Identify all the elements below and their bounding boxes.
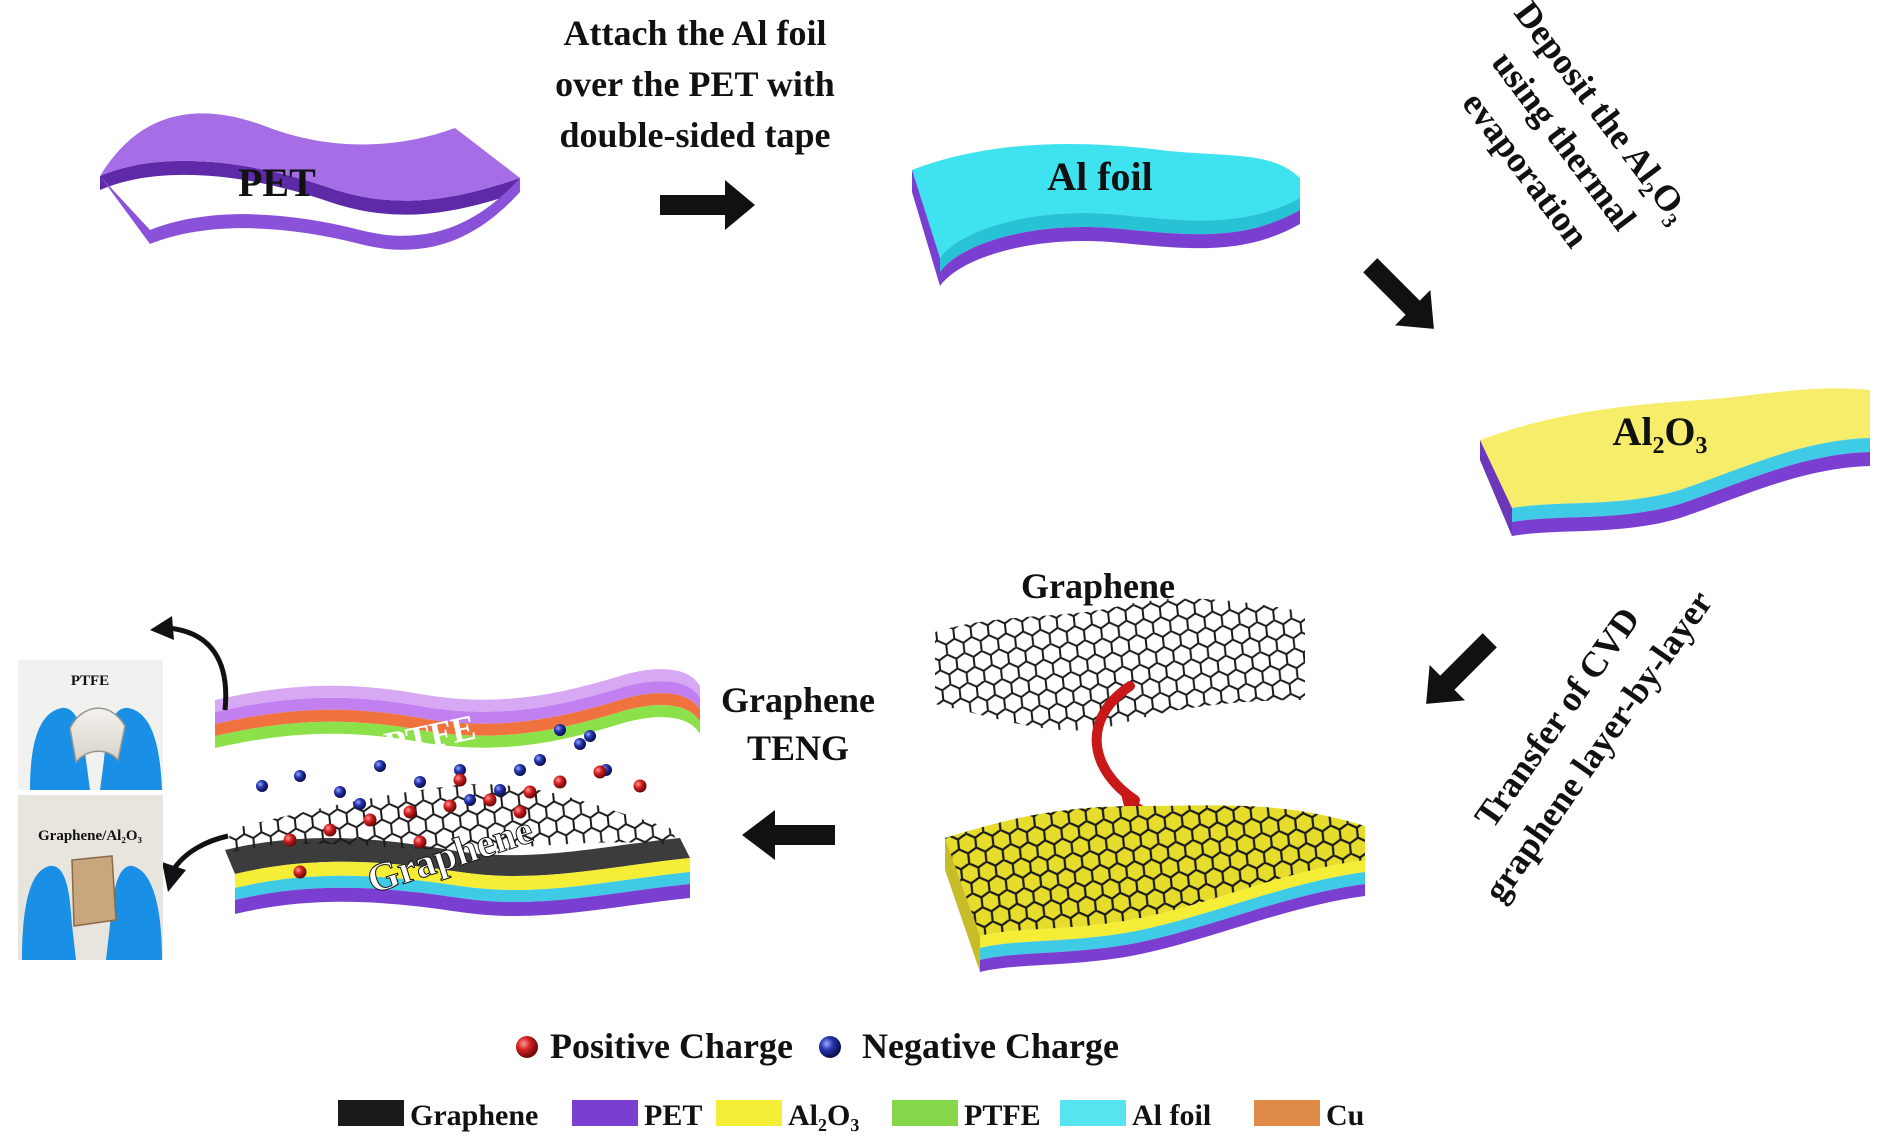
- charge-particles: [256, 724, 647, 879]
- legend-swatch-al-o-: [716, 1100, 782, 1126]
- graphene-al2o3-photo: [18, 795, 163, 960]
- positive-charge: [363, 813, 377, 827]
- positive-charge: [403, 805, 417, 819]
- negative-charge: [584, 730, 596, 742]
- positive-charge: [483, 793, 497, 807]
- positive-charge: [413, 835, 427, 849]
- graphene-step-label: Graphene: [1021, 566, 1175, 606]
- positive-charge-icon: [516, 1036, 538, 1058]
- deposit-step-text: Deposit the Al₂O₃ using thermal evaporat…: [1454, 0, 1698, 255]
- teng-device: [215, 669, 700, 917]
- negative-charge: [414, 776, 426, 788]
- legend-swatch-cu: [1254, 1100, 1320, 1126]
- negative-charge: [574, 738, 586, 750]
- positive-charge: [453, 773, 467, 787]
- negative-charge: [514, 764, 526, 776]
- positive-charge: [293, 865, 307, 879]
- attach-step-line-1: Attach the Al foil: [564, 13, 827, 53]
- transfer-step-text: Transfer of CVD graphene layer-by-layer: [1466, 583, 1720, 909]
- positive-charge: [513, 805, 527, 819]
- legend-label-cu: Cu: [1326, 1099, 1364, 1132]
- charge-legend: Positive Charge Negative Charge: [516, 1026, 1119, 1066]
- positive-charge: [323, 823, 337, 837]
- al2o3-sheet-label: Al₂O₃: [1612, 409, 1707, 454]
- al2o3-sheet: [1480, 388, 1870, 536]
- negative-charge: [554, 724, 566, 736]
- negative-charge: [256, 780, 268, 792]
- positive-charge: [283, 833, 297, 847]
- legend-swatch-graphene: [338, 1100, 404, 1126]
- ptfe-photo-label: PTFE: [71, 673, 109, 689]
- attach-step-line-3: double-sided tape: [559, 115, 830, 155]
- legend-swatch-ptfe: [892, 1100, 958, 1126]
- al-foil-sheet: [912, 144, 1300, 286]
- positive-charge: [443, 799, 457, 813]
- teng-label-line-1: Graphene: [721, 680, 875, 720]
- down-right-arrow: [1363, 258, 1434, 329]
- negative-charge-label: Negative Charge: [862, 1026, 1119, 1066]
- graphene-sheet: [935, 598, 1305, 731]
- photo-pointer-arrows: [150, 616, 229, 892]
- legend-label-al-o-: Al₂O₃: [788, 1099, 859, 1132]
- pet-sheet-label: PET: [238, 160, 316, 205]
- negative-charge: [454, 764, 466, 776]
- ptfe-photo: [18, 660, 163, 790]
- negative-charge: [354, 798, 366, 810]
- legend-label-graphene: Graphene: [410, 1099, 538, 1132]
- pet-sheet: [100, 113, 520, 250]
- negative-charge: [374, 760, 386, 772]
- positive-charge: [593, 765, 607, 779]
- negative-charge: [494, 784, 506, 796]
- top-pet-layer: [215, 681, 700, 724]
- negative-charge-icon: [819, 1036, 841, 1058]
- positive-charge: [553, 775, 567, 789]
- legend-swatch-pet: [572, 1100, 638, 1126]
- positive-charge: [523, 785, 537, 799]
- negative-charge: [334, 786, 346, 798]
- positive-charge: [633, 779, 647, 793]
- down-left-arrow: [1426, 633, 1497, 704]
- ptfe-layer: [215, 705, 700, 748]
- cu-layer: [215, 693, 700, 736]
- positive-charge-label: Positive Charge: [550, 1026, 793, 1066]
- graphene-al2o3-photo-label: Graphene/Al₂O₃: [38, 828, 142, 844]
- teng-label-line-2: TENG: [747, 728, 849, 768]
- material-legend: Graphene PET Al₂O₃ PTFE Al foil Cu: [338, 1099, 1364, 1132]
- graphene-on-al2o3-sheet: [945, 805, 1365, 972]
- negative-charge: [464, 794, 476, 806]
- legend-label-al-foil: Al foil: [1132, 1099, 1211, 1132]
- negative-charge: [294, 770, 306, 782]
- legend-label-ptfe: PTFE: [964, 1099, 1041, 1132]
- legend-swatch-al-foil: [1060, 1100, 1126, 1126]
- left-arrow: [742, 810, 835, 860]
- al-foil-label: Al foil: [1047, 154, 1153, 199]
- attach-step-line-2: over the PET with: [555, 64, 835, 104]
- legend-label-pet: PET: [644, 1099, 702, 1132]
- negative-charge: [534, 754, 546, 766]
- right-arrow: [660, 180, 755, 230]
